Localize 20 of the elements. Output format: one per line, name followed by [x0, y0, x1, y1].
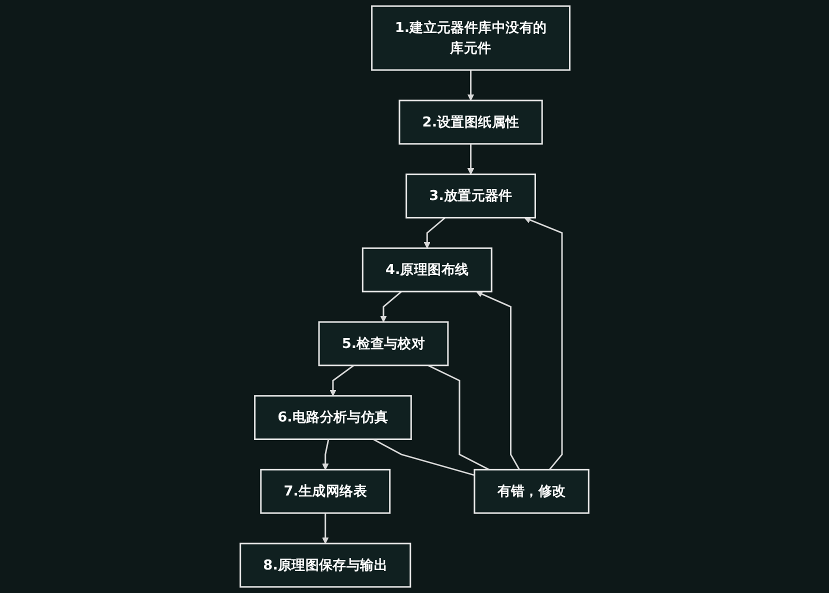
- arrow: [467, 70, 474, 101]
- node-box: 7.生成网络表: [260, 468, 391, 514]
- arrow: [476, 290, 520, 470]
- node-box: 3.放置元器件: [406, 174, 536, 218]
- arrow: [322, 439, 330, 470]
- arrow: [467, 144, 474, 175]
- node-box: 5.检查与校对: [318, 321, 449, 366]
- connector: [428, 364, 490, 470]
- node-box: 有错，修改: [474, 468, 590, 514]
- arrow: [322, 513, 329, 544]
- node-box: 1.建立元器件库中没有的库元件: [371, 5, 570, 71]
- node-box: 8.原理图保存与输出: [240, 542, 412, 588]
- arrow: [330, 364, 354, 396]
- connector: [372, 438, 475, 476]
- arrow: [424, 217, 446, 248]
- arrow: [380, 290, 402, 322]
- arrow: [524, 216, 563, 470]
- node-box: 4.原理图布线: [362, 247, 492, 292]
- node-box: 2.设置图纸属性: [398, 100, 543, 145]
- node-box: 6.电路分析与仿真: [254, 395, 412, 440]
